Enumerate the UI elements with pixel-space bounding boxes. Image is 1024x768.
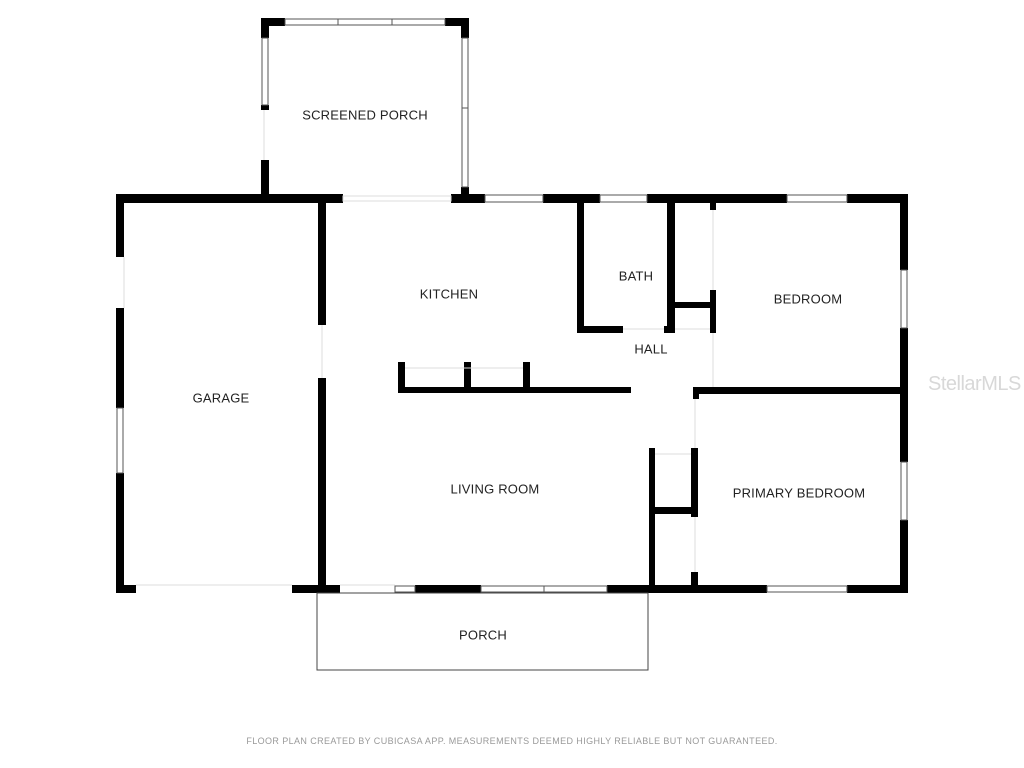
walls bbox=[116, 18, 908, 593]
watermark: StellarMLS bbox=[928, 373, 1021, 395]
windows bbox=[116, 18, 908, 593]
room-label-garage: GARAGE bbox=[192, 390, 250, 406]
room-label-primary-bedroom: PRIMARY BEDROOM bbox=[732, 485, 866, 501]
room-label-living-room: LIVING ROOM bbox=[450, 481, 540, 497]
room-label-screened-porch: SCREENED PORCH bbox=[302, 107, 428, 123]
room-label-hall: HALL bbox=[634, 341, 668, 357]
room-label-kitchen: KITCHEN bbox=[419, 286, 479, 302]
openings bbox=[123, 110, 714, 586]
room-label-bath: BATH bbox=[618, 268, 654, 284]
porch-outline bbox=[316, 592, 649, 671]
room-label-bedroom: BEDROOM bbox=[773, 291, 843, 307]
room-label-porch: PORCH bbox=[459, 627, 507, 643]
footer-disclaimer: FLOOR PLAN CREATED BY CUBICASA APP. MEAS… bbox=[246, 736, 778, 746]
